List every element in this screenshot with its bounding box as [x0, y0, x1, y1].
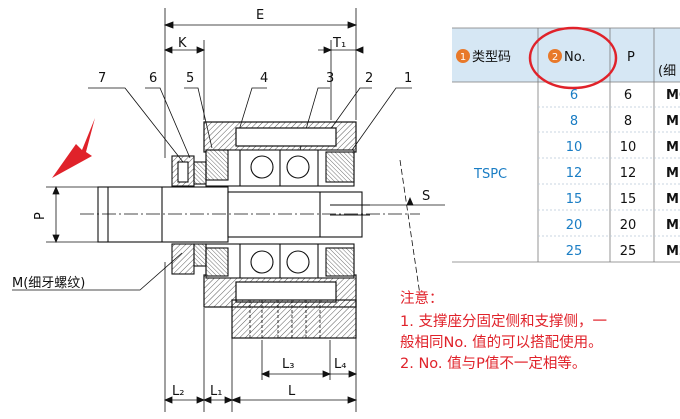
row-no-10[interactable]: 10	[566, 140, 583, 155]
part-label-4: 4	[260, 71, 268, 86]
part-label-2: 2	[365, 71, 373, 86]
dim-L-label: L	[288, 384, 296, 399]
notes: 注意： 1. 支撑座分固定侧和支撑侧，一 般相同No. 值的可以搭配使用。 2.…	[400, 289, 607, 372]
dim-S	[330, 159, 445, 296]
badge-1-icon	[456, 49, 470, 63]
row-m-6: M6	[666, 88, 680, 103]
table-header-bg	[452, 28, 680, 82]
header-p: P	[627, 50, 635, 65]
part-labels: 7 6 5 4 3 2 1	[98, 71, 412, 86]
badge-2-text: 2	[552, 52, 558, 63]
notes-line-3: 2. No. 值与P值不一定相等。	[400, 354, 586, 372]
row-no-15[interactable]: 15	[566, 192, 583, 207]
red-arrow	[52, 118, 95, 178]
notes-title: 注意：	[400, 289, 444, 307]
badge-1-text: 1	[460, 52, 466, 63]
part-label-3: 3	[326, 71, 334, 86]
type-code-value[interactable]: TSPC	[473, 167, 507, 182]
notes-line-1: 1. 支撑座分固定侧和支撑侧，一	[400, 313, 607, 330]
dim-L1-label: L₁	[210, 384, 222, 399]
m-thread-label: M(细牙螺纹)	[12, 276, 85, 291]
dim-L2-label: L₂	[172, 384, 184, 399]
row-m-15: M1	[666, 192, 680, 207]
spec-table: 1 类型码 2 No. P (细 TSPC 6 6 M6 8 8 M 10 10…	[452, 26, 680, 263]
row-no-25[interactable]: 25	[566, 244, 583, 259]
header-fine-thread: (细	[658, 64, 676, 79]
row-no-8[interactable]: 8	[570, 114, 578, 129]
header-no: No.	[564, 50, 586, 65]
row-no-20[interactable]: 20	[566, 218, 583, 233]
part-label-5: 5	[186, 71, 194, 86]
dim-E-label: E	[256, 8, 264, 23]
part-label-7: 7	[98, 71, 106, 86]
row-p-6: 6	[624, 88, 632, 103]
row-m-20: M2	[666, 218, 680, 233]
housing	[203, 121, 357, 339]
row-m-25: M2	[666, 244, 680, 259]
no-column-highlight	[528, 26, 618, 90]
badge-2-icon	[548, 49, 562, 63]
part-label-6: 6	[149, 71, 157, 86]
bearings-top	[171, 149, 355, 187]
row-m-8: M	[666, 114, 679, 129]
row-p-25: 25	[620, 244, 637, 259]
dim-P-label: P	[33, 212, 48, 220]
dim-K-label: K	[178, 36, 187, 51]
row-p-10: 10	[620, 140, 637, 155]
row-p-15: 15	[620, 192, 637, 207]
row-p-8: 8	[624, 114, 632, 129]
bearings-bottom	[171, 243, 355, 279]
notes-line-2: 般相同No. 值的可以搭配使用。	[400, 334, 603, 351]
top-dimensions	[163, 8, 364, 158]
table-rows: 6 6 M6 8 8 M 10 10 M1 12 12 M1 15 15 M1 …	[566, 88, 680, 259]
bottom-dimensions	[163, 262, 358, 412]
row-p-20: 20	[620, 218, 637, 233]
dim-T1-label: T₁	[332, 36, 346, 51]
m-leader	[12, 252, 183, 291]
row-no-12[interactable]: 12	[566, 166, 583, 181]
dim-L4-label: L₄	[334, 357, 346, 372]
dim-L3-label: L₃	[282, 357, 294, 372]
row-m-10: M1	[666, 140, 680, 155]
row-m-12: M1	[666, 166, 680, 181]
row-p-12: 12	[620, 166, 637, 181]
dim-S-label: S	[422, 189, 430, 204]
row-no-6[interactable]: 6	[570, 88, 578, 103]
part-label-1: 1	[404, 71, 412, 86]
header-type-code: 类型码	[472, 50, 511, 65]
dim-P	[46, 185, 98, 244]
shaft	[97, 186, 370, 243]
